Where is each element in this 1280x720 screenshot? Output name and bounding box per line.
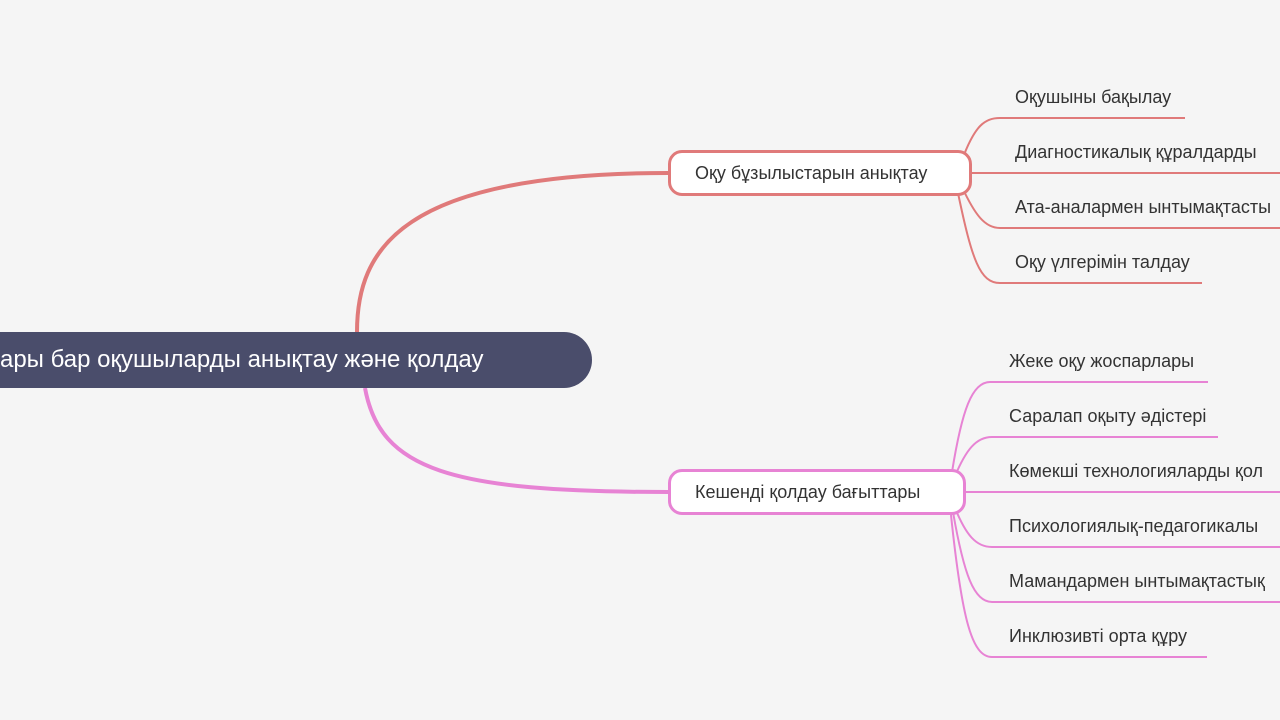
subtopic-1-4[interactable]: Оқу үлгерімін талдау	[1015, 252, 1190, 272]
subtopic-1-2[interactable]: Диагностикалық құралдарды	[1015, 142, 1257, 162]
subtopic-1-3[interactable]: Ата-аналармен ынтымақтасты	[1015, 197, 1272, 217]
subtopic-2-4[interactable]: Психологиялық-педагогикалы	[1009, 516, 1259, 536]
root-to-branch-2-link	[363, 387, 669, 494]
branch-topic-1-label: Оқу бұзылыстарын анықтау	[695, 163, 928, 183]
central-topic-label: ыстары бар оқушыларды анықтау және қолда…	[0, 346, 484, 373]
leaf-link-1-4	[957, 192, 1202, 284]
central-topic[interactable]: ыстары бар оқушыларды анықтау және қолда…	[0, 332, 592, 388]
leaf-link-1-3	[961, 186, 1280, 229]
leaf-link-2-6	[950, 514, 1207, 658]
subtopic-2-3[interactable]: Көмекші технологияларды қол	[1009, 461, 1264, 481]
subtopic-2-1[interactable]: Жеке оқу жоспарлары	[1009, 351, 1195, 371]
subtopic-2-5[interactable]: Мамандармен ынтымақтастық	[1009, 571, 1265, 591]
leaf-link-2-1	[951, 381, 1208, 473]
subtopic-2-2[interactable]: Саралап оқыту әдістері	[1009, 406, 1207, 426]
leaf-link-2-5	[952, 511, 1280, 603]
leaf-link-2-2	[954, 436, 1218, 477]
subtopic-1-1[interactable]: Оқушыны бақылау	[1015, 87, 1172, 107]
branch-topic-1[interactable]: Оқу бұзылыстарын анықтау	[668, 150, 972, 196]
branch-topic-2-label: Кешенді қолдау бағыттары	[695, 482, 921, 502]
branch-topic-2[interactable]: Кешенді қолдау бағыттары	[668, 469, 966, 515]
root-to-branch-1-link	[355, 171, 669, 333]
leaf-link-2-4	[954, 507, 1280, 548]
subtopic-2-6[interactable]: Инклюзивті орта құру	[1009, 626, 1188, 646]
leaf-link-1-1	[961, 117, 1185, 161]
